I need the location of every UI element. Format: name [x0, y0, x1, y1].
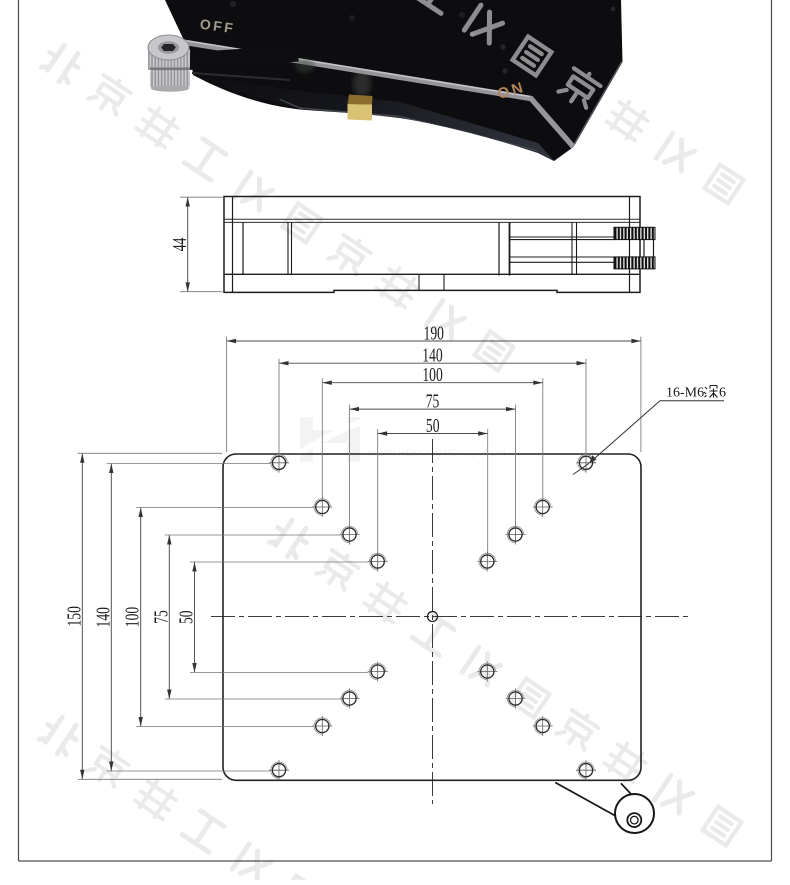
svg-text:75: 75 [426, 390, 440, 412]
svg-text:100: 100 [422, 363, 442, 385]
svg-text:100: 100 [121, 607, 143, 627]
svg-text:44: 44 [168, 237, 190, 251]
svg-text:75: 75 [150, 610, 172, 624]
svg-text:6: 6 [719, 386, 726, 401]
svg-text:50: 50 [426, 414, 440, 436]
svg-text:50: 50 [175, 610, 197, 624]
svg-text:16-M6: 16-M6 [666, 386, 704, 401]
svg-text:OFF: OFF [199, 16, 236, 37]
svg-text:150: 150 [63, 606, 85, 626]
svg-text:140: 140 [92, 607, 114, 627]
svg-text:190: 190 [424, 322, 444, 344]
svg-text:140: 140 [422, 344, 442, 366]
